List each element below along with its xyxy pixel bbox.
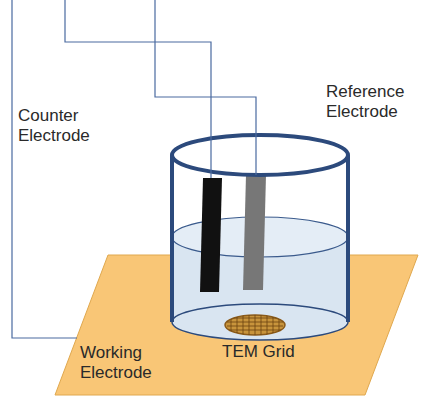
counter-electrode [200, 178, 222, 292]
tem-grid [225, 314, 285, 336]
wires [12, 0, 256, 338]
reference-electrode [243, 175, 266, 290]
part-label: TEM Grid [222, 342, 342, 362]
liquid-bottom [172, 304, 348, 340]
part-label: Reference Electrode [326, 82, 431, 122]
part-label: Counter Electrode [18, 106, 118, 146]
beaker-bottom [172, 304, 348, 340]
part-label: Working Electrode [80, 343, 180, 383]
beaker [172, 135, 348, 322]
